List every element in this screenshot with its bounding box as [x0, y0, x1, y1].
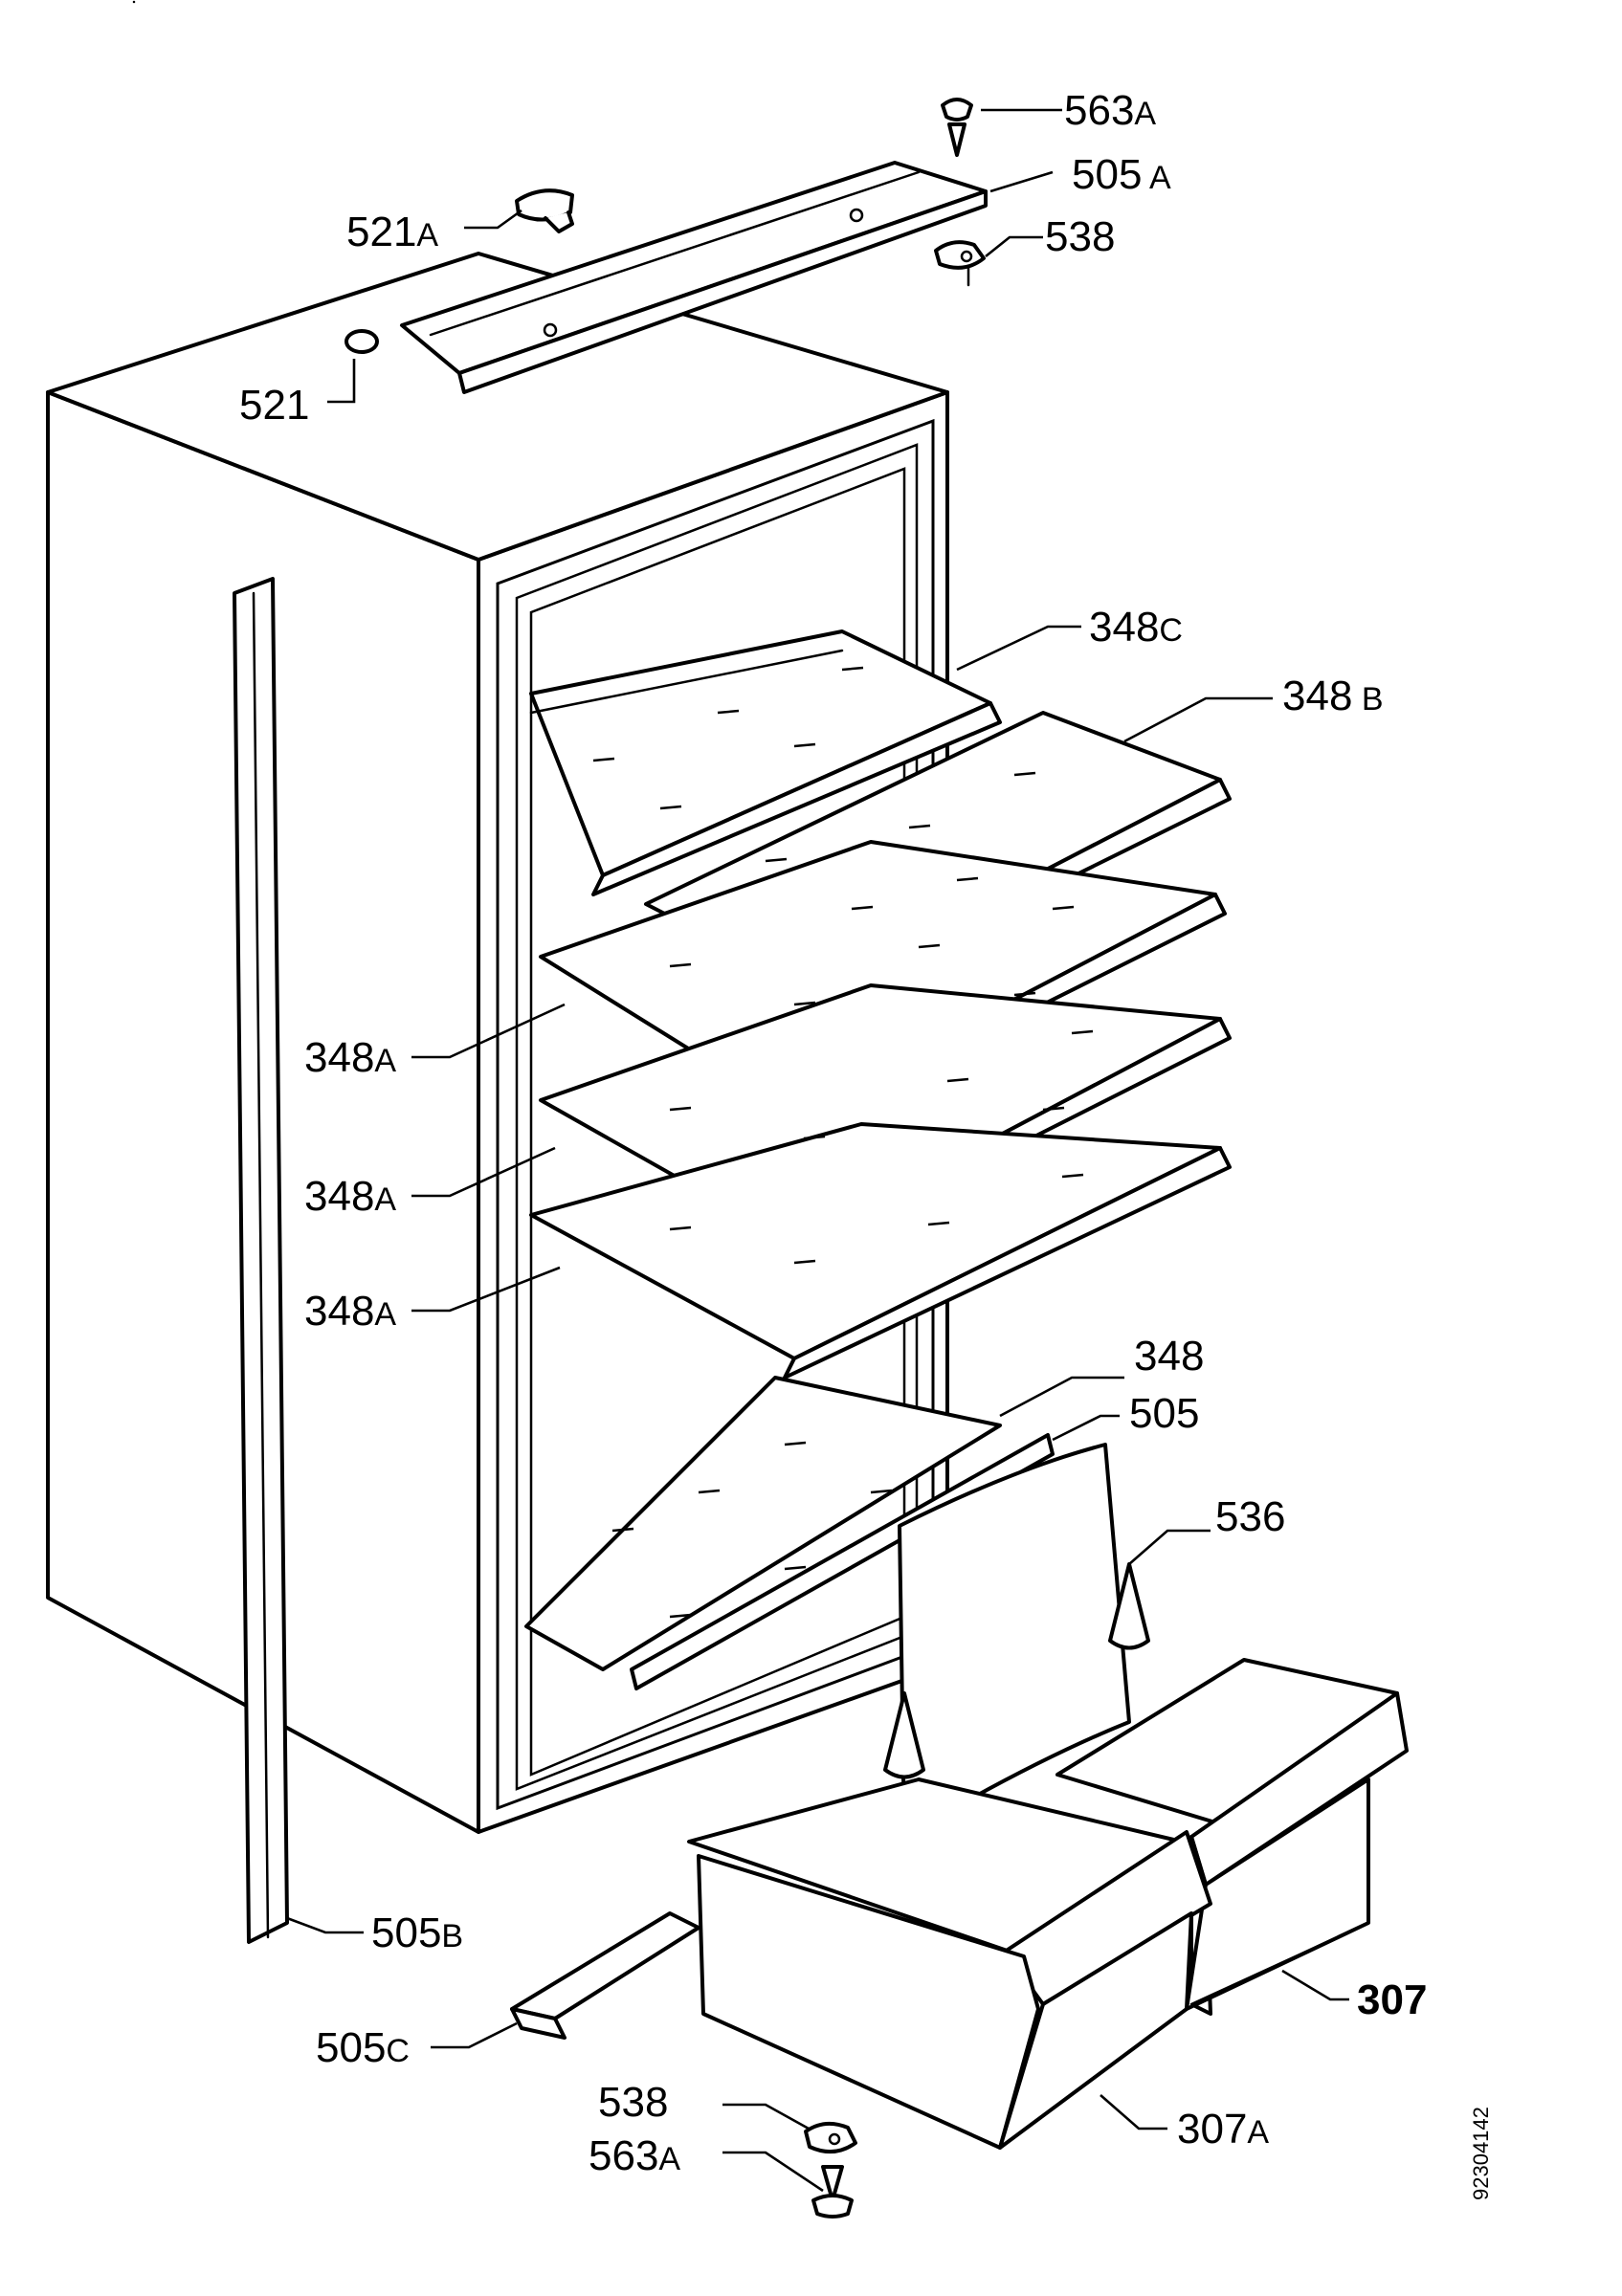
glass-mark — [1071, 1029, 1094, 1035]
hinge-538-bottom — [804, 2121, 857, 2154]
glass-mark — [851, 905, 874, 911]
glass-mark — [908, 824, 931, 829]
cap-521a — [515, 188, 574, 233]
shelf-348a-3 — [529, 1122, 1232, 1380]
glass-mark — [1013, 771, 1036, 777]
label-521: 521 — [239, 382, 309, 429]
door-strip-505b — [233, 577, 289, 1944]
crisper-box-307a — [687, 1777, 1212, 2150]
glass-mark — [784, 1565, 807, 1571]
label-505: 505 — [1129, 1390, 1199, 1437]
glass-mark — [765, 857, 788, 863]
crisper-box-307 — [1055, 1658, 1409, 2016]
label-563a-bottom: 563A — [589, 2132, 680, 2179]
shelf-348-glass — [524, 1376, 1055, 1690]
glass-mark — [784, 1441, 807, 1446]
label-348: 348 — [1134, 1333, 1204, 1380]
hinge-538-top — [934, 240, 986, 287]
label-307: 307 — [1357, 1976, 1427, 2023]
label-505c: 505C — [316, 2024, 410, 2071]
glass-mark — [793, 1001, 816, 1006]
glass-mark — [1061, 1173, 1084, 1179]
drawing-code: 92304142 — [1469, 2107, 1493, 2200]
label-505b: 505B — [371, 1910, 463, 1956]
glass-mark — [669, 962, 692, 968]
glass-mark — [592, 757, 615, 762]
top-rail-505a — [400, 161, 988, 394]
glass-mark — [669, 1225, 692, 1231]
label-348c: 348C — [1089, 604, 1183, 651]
screw-563a-bottom — [811, 2165, 854, 2219]
screw-563a-top — [941, 98, 973, 157]
glass-mark — [956, 876, 979, 882]
leader-lines — [286, 108, 1349, 2193]
glass-mark — [793, 1259, 816, 1265]
label-348b: 348 B — [1282, 673, 1384, 719]
glass-mark — [1052, 905, 1075, 911]
label-505a: 505 A — [1072, 151, 1171, 198]
glass-marks — [592, 666, 1094, 1619]
glass-mark — [1042, 1106, 1065, 1112]
label-348a-3: 348A — [304, 1288, 396, 1335]
bottom-strip-505c — [510, 1911, 700, 2040]
part-labels: 563A 505 A 521A 538 521 348C 348 B 348A … — [239, 87, 1427, 2179]
glass-mark — [611, 1527, 634, 1533]
shelf-348c — [529, 629, 1002, 896]
glass-mark — [803, 1135, 826, 1140]
label-563a-top: 563A — [1064, 87, 1156, 134]
glass-mark — [659, 805, 682, 810]
plug-521 — [344, 329, 379, 354]
divider-536 — [883, 1443, 1150, 1839]
glass-mark — [870, 1489, 893, 1494]
glass-mark — [717, 709, 740, 715]
glass-mark — [793, 742, 816, 748]
label-307a: 307A — [1177, 2106, 1269, 2152]
glass-mark — [946, 1077, 969, 1083]
label-538-bottom: 538 — [598, 2079, 668, 2126]
label-348a-1: 348A — [304, 1034, 396, 1081]
glass-mark — [669, 1106, 692, 1112]
glass-mark — [927, 1221, 950, 1226]
glass-mark — [669, 1613, 692, 1619]
label-536: 536 — [1215, 1493, 1285, 1540]
glass-mark — [918, 943, 941, 949]
label-348a-2: 348A — [304, 1173, 396, 1220]
glass-mark — [1013, 991, 1036, 997]
glass-mark — [698, 1489, 721, 1494]
glass-mark — [841, 666, 864, 672]
label-521a: 521A — [346, 209, 438, 255]
label-538-top: 538 — [1045, 213, 1115, 260]
